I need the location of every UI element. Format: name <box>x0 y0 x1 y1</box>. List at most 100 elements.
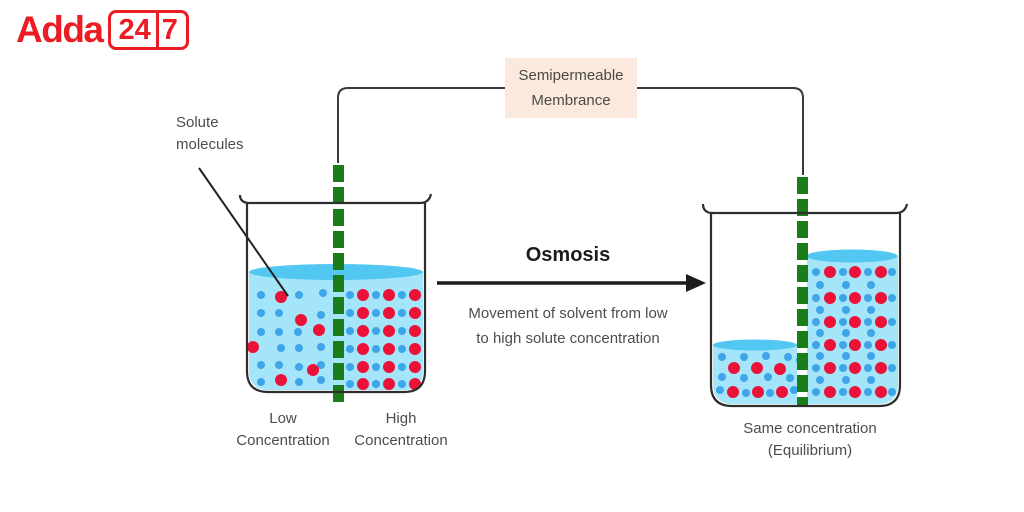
solvent-molecule <box>317 361 325 369</box>
solute-molecule <box>357 325 369 337</box>
solute-molecule <box>295 314 307 326</box>
solvent-molecule <box>295 344 303 352</box>
solvent-molecule <box>762 352 770 360</box>
left-beaker-rim <box>238 193 433 205</box>
solvent-molecule <box>372 380 380 388</box>
solute-molecule <box>776 386 788 398</box>
osmosis-arrow <box>437 274 706 292</box>
solvent-molecule <box>766 389 774 397</box>
equilibrium-line2: (Equilibrium) <box>767 442 853 459</box>
solvent-molecule <box>346 327 354 335</box>
solvent-molecule <box>372 327 380 335</box>
solvent-molecule <box>864 388 872 396</box>
solute-molecule <box>409 307 421 319</box>
solute-molecule <box>752 386 764 398</box>
solute-molecule <box>275 374 287 386</box>
solute-molecule <box>849 266 861 278</box>
solvent-molecule <box>867 352 875 360</box>
osmosis-arrow-head <box>686 274 706 292</box>
solute-label-line2: molecules <box>176 135 244 153</box>
solvent-molecule <box>346 345 354 353</box>
solvent-molecule <box>864 294 872 302</box>
solvent-molecule <box>295 378 303 386</box>
logo-247-box: 24 7 <box>107 10 189 50</box>
solute-molecule <box>824 386 836 398</box>
solvent-molecule <box>812 294 820 302</box>
solvent-molecule <box>888 364 896 372</box>
low-concentration-label: Low Concentration <box>233 408 333 452</box>
solute-molecule <box>849 386 861 398</box>
solvent-molecule <box>398 345 406 353</box>
solvent-molecule <box>275 328 283 336</box>
solvent-molecule <box>839 318 847 326</box>
solvent-molecule <box>842 329 850 337</box>
solvent-molecule <box>716 386 724 394</box>
solvent-molecule <box>839 388 847 396</box>
solvent-molecule <box>346 291 354 299</box>
solvent-molecule <box>864 364 872 372</box>
solute-molecule <box>383 289 395 301</box>
equilibrium-label: Same concentration (Equilibrium) <box>710 418 910 462</box>
solute-pointer-line <box>198 167 289 297</box>
solvent-molecule <box>740 374 748 382</box>
solvent-molecule <box>842 306 850 314</box>
solute-molecule <box>383 325 395 337</box>
solvent-molecule <box>812 268 820 276</box>
solvent-molecule <box>346 309 354 317</box>
solvent-molecule <box>867 376 875 384</box>
solvent-molecule <box>317 343 325 351</box>
solute-molecule <box>849 339 861 351</box>
solute-molecule <box>357 343 369 355</box>
solvent-molecule <box>257 328 265 336</box>
solvent-molecule <box>257 309 265 317</box>
solvent-molecule <box>812 341 820 349</box>
molecules-layer <box>247 266 896 398</box>
osmosis-desc-line1: Movement of solvent from low <box>468 305 668 322</box>
solvent-molecule <box>867 329 875 337</box>
solute-molecule <box>824 316 836 328</box>
membrane-label-line1: Semipermeable <box>518 67 624 84</box>
solute-molecule <box>824 339 836 351</box>
solute-molecule <box>409 289 421 301</box>
high-label-line2: Concentration <box>354 432 448 449</box>
low-label-line2: Concentration <box>236 432 330 449</box>
logo-box-7: 7 <box>161 14 178 46</box>
solvent-molecule <box>816 306 824 314</box>
solute-molecule <box>409 325 421 337</box>
solute-molecule <box>824 362 836 374</box>
solute-molecule <box>849 316 861 328</box>
solvent-molecule <box>839 341 847 349</box>
solvent-molecule <box>398 363 406 371</box>
solute-molecule <box>357 378 369 390</box>
solvent-molecule <box>398 291 406 299</box>
solute-label-line1: Solute <box>176 114 219 131</box>
solvent-molecule <box>790 386 798 394</box>
solute-molecule <box>849 292 861 304</box>
high-label-line1: High <box>385 410 417 427</box>
solute-molecule <box>875 339 887 351</box>
solvent-molecule <box>864 268 872 276</box>
solvent-molecule <box>888 341 896 349</box>
solvent-molecule <box>398 380 406 388</box>
solvent-molecule <box>816 281 824 289</box>
solvent-molecule <box>398 309 406 317</box>
solvent-molecule <box>864 318 872 326</box>
solvent-molecule <box>816 376 824 384</box>
solvent-molecule <box>275 361 283 369</box>
membrane-connector-right <box>637 87 804 175</box>
solvent-molecule <box>372 291 380 299</box>
solvent-molecule <box>372 309 380 317</box>
solvent-molecule <box>257 291 265 299</box>
logo-box-24: 24 <box>118 14 151 46</box>
solute-molecule <box>383 378 395 390</box>
solute-molecule <box>728 362 740 374</box>
solute-molecule <box>849 362 861 374</box>
solute-molecule <box>307 364 319 376</box>
solvent-molecule <box>319 289 327 297</box>
membrane-label-connectors <box>337 87 804 175</box>
solute-molecule <box>357 361 369 373</box>
solute-molecule <box>875 362 887 374</box>
solvent-molecule <box>257 378 265 386</box>
solvent-molecule <box>867 281 875 289</box>
solute-molecule <box>275 291 287 303</box>
